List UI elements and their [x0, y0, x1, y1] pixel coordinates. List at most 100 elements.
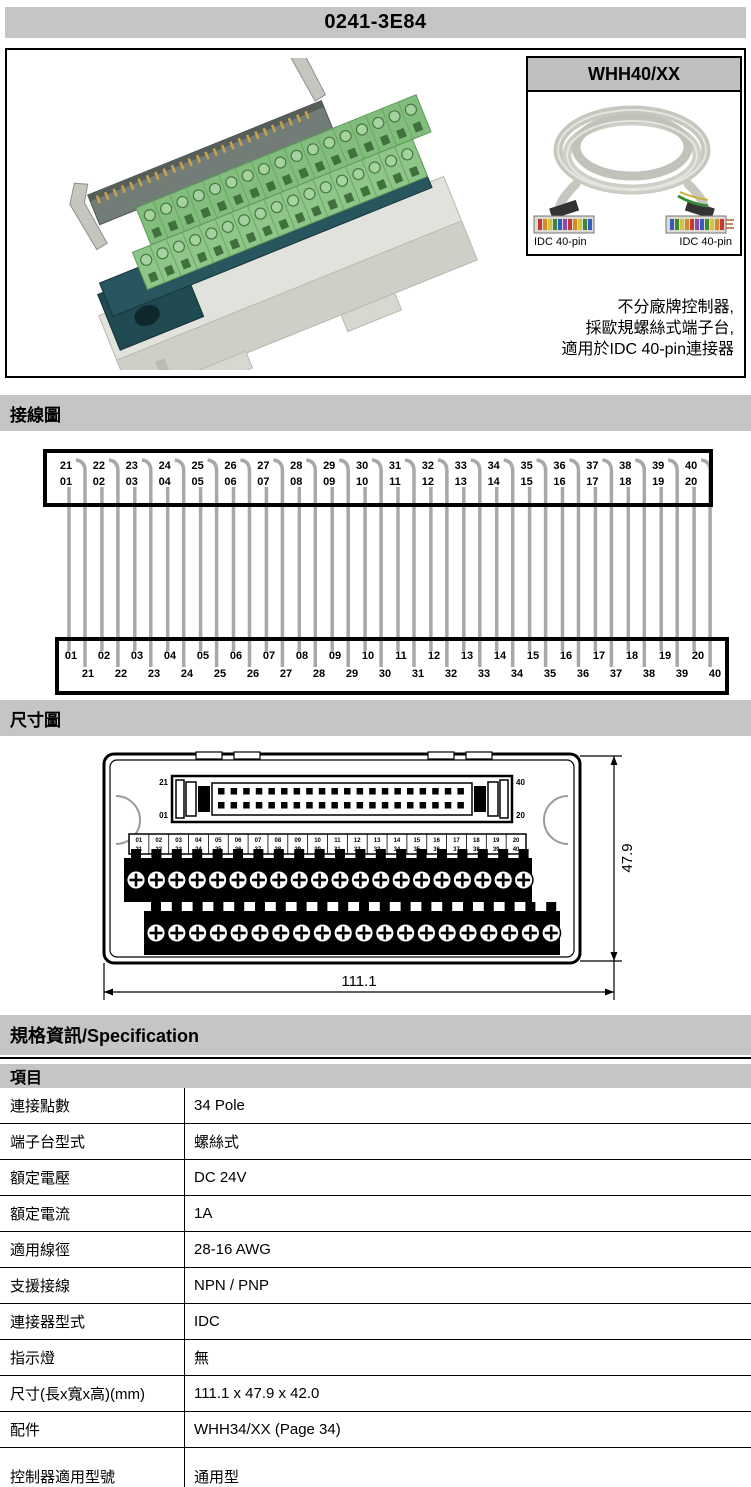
svg-text:10: 10: [356, 476, 368, 488]
svg-text:03: 03: [126, 476, 138, 488]
svg-text:39: 39: [492, 847, 499, 853]
svg-text:11: 11: [395, 650, 407, 662]
svg-text:02: 02: [98, 650, 110, 662]
connector-label-01: 01: [159, 811, 168, 820]
svg-text:18: 18: [473, 838, 480, 844]
svg-text:37: 37: [610, 668, 622, 680]
spec-row-value: 無: [194, 1350, 210, 1367]
connector-label-40: 40: [516, 778, 525, 787]
svg-text:27: 27: [257, 460, 269, 472]
spec-row-label: 適用線徑: [0, 1232, 185, 1267]
product-photo: [69, 58, 478, 370]
spec-row-label: 尺寸(長x寬x高)(mm): [0, 1376, 185, 1411]
svg-text:38: 38: [473, 847, 480, 853]
spec-row-label: 連接點數: [0, 1088, 185, 1123]
svg-text:10: 10: [362, 650, 374, 662]
svg-text:38: 38: [643, 668, 655, 680]
svg-text:08: 08: [296, 650, 308, 662]
svg-text:07: 07: [263, 650, 275, 662]
spec-row-label: 支援接線: [0, 1268, 185, 1303]
svg-text:07: 07: [257, 476, 269, 488]
svg-text:22: 22: [93, 460, 105, 472]
svg-text:30: 30: [356, 460, 368, 472]
svg-text:15: 15: [413, 838, 420, 844]
svg-text:01: 01: [65, 650, 77, 662]
svg-text:40: 40: [709, 668, 721, 680]
svg-text:34: 34: [488, 460, 501, 472]
svg-text:17: 17: [593, 650, 605, 662]
svg-text:19: 19: [659, 650, 671, 662]
svg-text:10: 10: [314, 838, 321, 844]
svg-text:07: 07: [254, 838, 261, 844]
svg-text:20: 20: [685, 476, 697, 488]
dimension-diagram: 21 01 40 20 0121022203230424052506260727…: [0, 742, 751, 1015]
svg-text:06: 06: [224, 476, 236, 488]
spec-row-value: 螺絲式: [194, 1134, 240, 1151]
note-line-1: 不分廠牌控制器,: [617, 299, 734, 316]
svg-text:17: 17: [586, 476, 598, 488]
svg-text:09: 09: [329, 650, 341, 662]
height-dimension-label: 47.9: [619, 843, 636, 872]
spec-items-header: 項目: [0, 1064, 751, 1088]
svg-text:26: 26: [247, 668, 259, 680]
wiring-diagram-svg: 2101012122020222230303232404042425050525…: [43, 449, 729, 695]
svg-text:12: 12: [353, 838, 360, 844]
svg-text:11: 11: [389, 476, 401, 488]
spec-row-label: 端子台型式: [0, 1124, 185, 1159]
idc-right-label: IDC 40-pin: [679, 236, 732, 248]
svg-text:01: 01: [60, 476, 72, 488]
svg-text:27: 27: [280, 668, 292, 680]
svg-text:39: 39: [676, 668, 688, 680]
svg-text:24: 24: [181, 668, 194, 680]
spec-row: 支援接線 NPN / PNP: [0, 1268, 751, 1304]
svg-text:39: 39: [652, 460, 664, 472]
svg-text:26: 26: [224, 460, 236, 472]
svg-text:37: 37: [453, 847, 460, 853]
svg-text:25: 25: [191, 460, 203, 472]
svg-text:21: 21: [82, 668, 94, 680]
svg-text:04: 04: [195, 838, 202, 844]
svg-text:31: 31: [389, 460, 401, 472]
spec-row-value: IDC: [194, 1313, 220, 1330]
svg-text:04: 04: [164, 650, 177, 662]
svg-text:38: 38: [619, 460, 631, 472]
spec-row-value: 111.1 x 47.9 x 42.0: [194, 1385, 320, 1402]
cable-inset-card: WHH40/XX: [526, 56, 742, 256]
svg-text:15: 15: [527, 650, 539, 662]
svg-text:06: 06: [234, 838, 241, 844]
svg-text:31: 31: [412, 668, 424, 680]
svg-text:32: 32: [445, 668, 457, 680]
spec-row-value: 34 Pole: [194, 1097, 245, 1114]
svg-text:18: 18: [626, 650, 638, 662]
note-line-3: 適用於IDC 40-pin連接器: [561, 341, 734, 358]
svg-text:11: 11: [334, 838, 341, 844]
svg-text:17: 17: [453, 838, 460, 844]
svg-text:05: 05: [214, 838, 221, 844]
svg-text:19: 19: [492, 838, 499, 844]
svg-text:05: 05: [197, 650, 209, 662]
svg-text:28: 28: [290, 460, 302, 472]
product-section: WHH40/XX: [5, 48, 746, 378]
spec-row-value: 1A: [194, 1205, 213, 1222]
svg-text:36: 36: [433, 847, 440, 853]
page-title: 0241-3E84: [5, 7, 746, 38]
svg-text:15: 15: [520, 476, 532, 488]
svg-text:14: 14: [494, 650, 507, 662]
svg-text:35: 35: [520, 460, 532, 472]
spec-row-value: WHH34/XX (Page 34): [194, 1421, 341, 1438]
svg-text:03: 03: [175, 838, 182, 844]
spec-row: 指示燈無: [0, 1340, 751, 1376]
svg-text:30: 30: [379, 668, 391, 680]
spec-row: 控制器適用型號通用型: [0, 1448, 751, 1487]
cable-photo-area: IDC 40-pin IDC 40-pin: [528, 92, 740, 252]
svg-text:08: 08: [290, 476, 302, 488]
spec-row: 配件 WHH34/XX (Page 34): [0, 1412, 751, 1448]
spec-row-value: NPN / PNP: [194, 1277, 270, 1294]
svg-text:40: 40: [512, 847, 519, 853]
spec-row-value: 通用型: [194, 1468, 240, 1486]
svg-text:29: 29: [323, 460, 335, 472]
spec-row-label: 配件: [0, 1412, 185, 1447]
svg-text:36: 36: [577, 668, 589, 680]
spec-section-title: 規格資訊/Specification: [0, 1015, 751, 1055]
